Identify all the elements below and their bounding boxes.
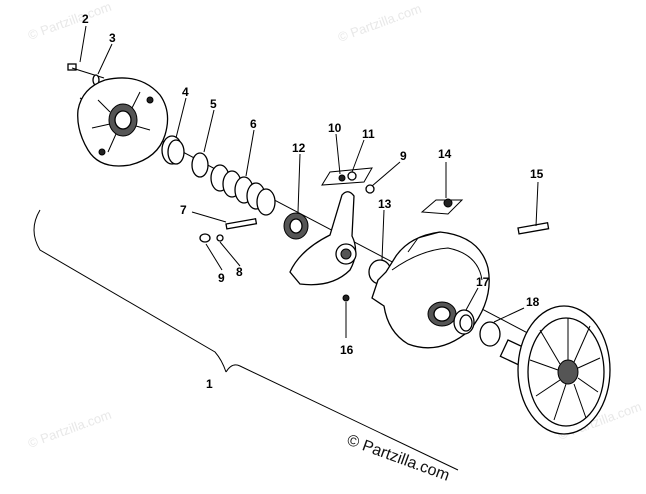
callout-14: 14 bbox=[438, 147, 452, 161]
callout-4: 4 bbox=[182, 85, 189, 99]
bolt-part-2 bbox=[67, 63, 105, 79]
arm-weight bbox=[289, 191, 357, 286]
callout-1: 1 bbox=[206, 377, 213, 391]
plate-part-14 bbox=[420, 198, 464, 215]
callout-6: 6 bbox=[250, 117, 257, 131]
bushing-part-4 bbox=[161, 135, 185, 165]
callout-13: 13 bbox=[378, 197, 392, 211]
callout-16: 16 bbox=[340, 343, 354, 357]
fixed-sheave bbox=[499, 305, 611, 435]
callout-17: 17 bbox=[476, 275, 490, 289]
pin-part-15 bbox=[517, 222, 550, 235]
callout-7: 7 bbox=[180, 203, 187, 217]
callout-18: 18 bbox=[526, 295, 540, 309]
leader-lines bbox=[79, 25, 539, 338]
callout-9: 9 bbox=[400, 149, 407, 163]
bracket-1 bbox=[33, 209, 459, 471]
watermark-bottom: © Partzilla.com bbox=[345, 432, 452, 485]
nut-parts-10-11 bbox=[321, 167, 373, 186]
watermark: © Partzilla.com bbox=[336, 1, 423, 45]
cover-plate bbox=[77, 77, 169, 167]
ring-part-8 bbox=[216, 234, 224, 242]
ring-part-5 bbox=[191, 152, 209, 178]
callout-3: 3 bbox=[109, 31, 116, 45]
washer-part-18 bbox=[479, 321, 501, 347]
bushing-part-9-right bbox=[365, 184, 375, 194]
screw-part-16 bbox=[342, 294, 350, 302]
bushing-part-17 bbox=[453, 309, 475, 335]
callout-8: 8 bbox=[236, 265, 243, 279]
pin-part-7 bbox=[225, 218, 258, 230]
callout-2: 2 bbox=[82, 12, 89, 26]
spring-part-6 bbox=[210, 164, 276, 216]
callout-9-lower: 9 bbox=[218, 271, 225, 285]
watermark: © Partzilla.com bbox=[26, 407, 113, 451]
bushing-part-9-left bbox=[199, 233, 211, 243]
callouts: 2 3 4 5 6 12 10 11 9 14 15 13 7 9 8 17 1… bbox=[82, 12, 544, 391]
callout-5: 5 bbox=[210, 97, 217, 111]
callout-11: 11 bbox=[362, 127, 375, 141]
roller-part-12 bbox=[283, 212, 309, 240]
callout-10: 10 bbox=[328, 121, 342, 135]
callout-12: 12 bbox=[292, 141, 306, 155]
callout-15: 15 bbox=[530, 167, 544, 181]
watermark: © Partzilla.com bbox=[26, 0, 113, 43]
